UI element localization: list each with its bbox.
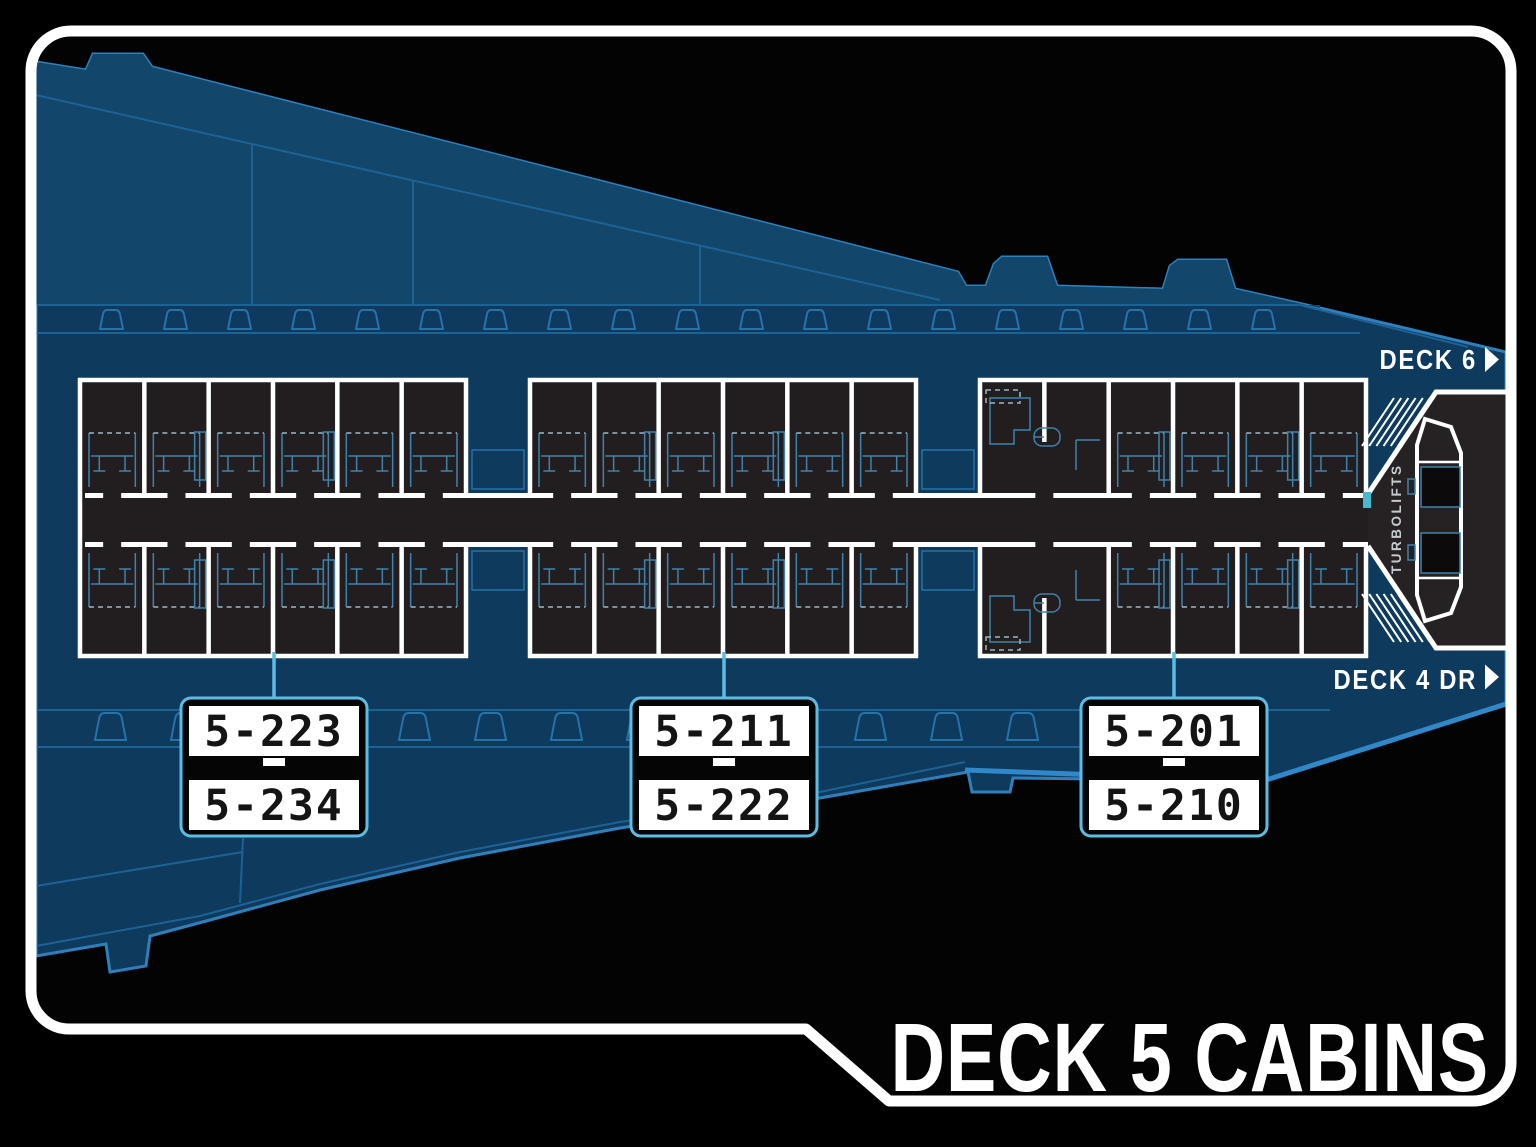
porthole (929, 712, 964, 741)
porthole (98, 309, 125, 330)
callout-plate-bottom (1089, 780, 1259, 830)
deck-4-label[interactable]: DECK 4 DR (1334, 663, 1477, 695)
porthole (853, 712, 888, 741)
stair-hatching (1361, 397, 1431, 643)
cabin-range-end: 5-210 (1104, 781, 1243, 831)
turbolift-shaft-outline (1415, 416, 1463, 624)
porthole (546, 309, 573, 330)
porthole (290, 309, 317, 330)
cabin-range-end: 5-222 (654, 781, 793, 831)
porthole (994, 309, 1021, 330)
porthole (1122, 309, 1149, 330)
porthole (674, 309, 701, 330)
deck-6-arrow-icon[interactable] (1485, 347, 1499, 372)
porthole (1250, 309, 1277, 330)
callout-plate-top (1089, 706, 1259, 756)
cabin-range-callouts: 5-223 5-234 5-211 5-222 5-201 5-210 (179, 652, 1269, 838)
cabin-range-callout-1: 5-223 5-234 (179, 652, 369, 838)
turbolift-car-1 (1420, 466, 1461, 508)
range-dash-icon (263, 758, 285, 766)
callout-plate-bottom (639, 780, 809, 830)
porthole (473, 712, 508, 741)
lift-call-panel-2 (1407, 544, 1416, 561)
corridor-end-marker (1363, 492, 1371, 508)
frame-border (25, 25, 1517, 1107)
porthole (397, 712, 432, 741)
porthole (549, 712, 584, 741)
turbolifts-label: TURBOLIFTS (1389, 464, 1404, 575)
page-title: DECK 5 CABINS (890, 1004, 1489, 1112)
porthole (162, 309, 189, 330)
deck-4-arrow-icon[interactable] (1485, 664, 1499, 690)
deck-6-link[interactable]: DECK 6 (1380, 343, 1499, 375)
cabin-range-start: 5-223 (204, 707, 343, 757)
porthole (1186, 309, 1213, 330)
callout-plate-bottom (189, 780, 359, 830)
deck-6-label[interactable]: DECK 6 (1380, 343, 1477, 375)
cabin-range-start: 5-211 (654, 707, 793, 757)
range-dash-icon (1163, 758, 1185, 766)
porthole (866, 309, 893, 330)
porthole (1005, 712, 1040, 741)
deck-4-link[interactable]: DECK 4 DR (1334, 663, 1499, 695)
porthole (802, 309, 829, 330)
cabin-range-start: 5-201 (1104, 707, 1243, 757)
turbolift-car-2 (1420, 532, 1461, 574)
porthole (1058, 309, 1085, 330)
callout-plate-top (639, 706, 809, 756)
range-dash-icon (713, 758, 735, 766)
porthole (354, 309, 381, 330)
porthole (738, 309, 765, 330)
lift-call-panel-1 (1407, 478, 1416, 495)
cabin-range-end: 5-234 (204, 781, 343, 831)
central-corridor (85, 449, 1368, 591)
porthole (226, 309, 253, 330)
porthole (482, 309, 509, 330)
porthole (418, 309, 445, 330)
porthole (930, 309, 957, 330)
porthole (93, 712, 128, 741)
porthole (610, 309, 637, 330)
cabin-range-callout-2: 5-211 5-222 (629, 652, 819, 838)
callout-plate-top (189, 706, 359, 756)
turbolift-lobby: TURBOLIFTS (1361, 389, 1511, 651)
cabin-range-callout-3: 5-201 5-210 (1079, 652, 1269, 838)
hull-upper-band (36, 54, 1320, 308)
